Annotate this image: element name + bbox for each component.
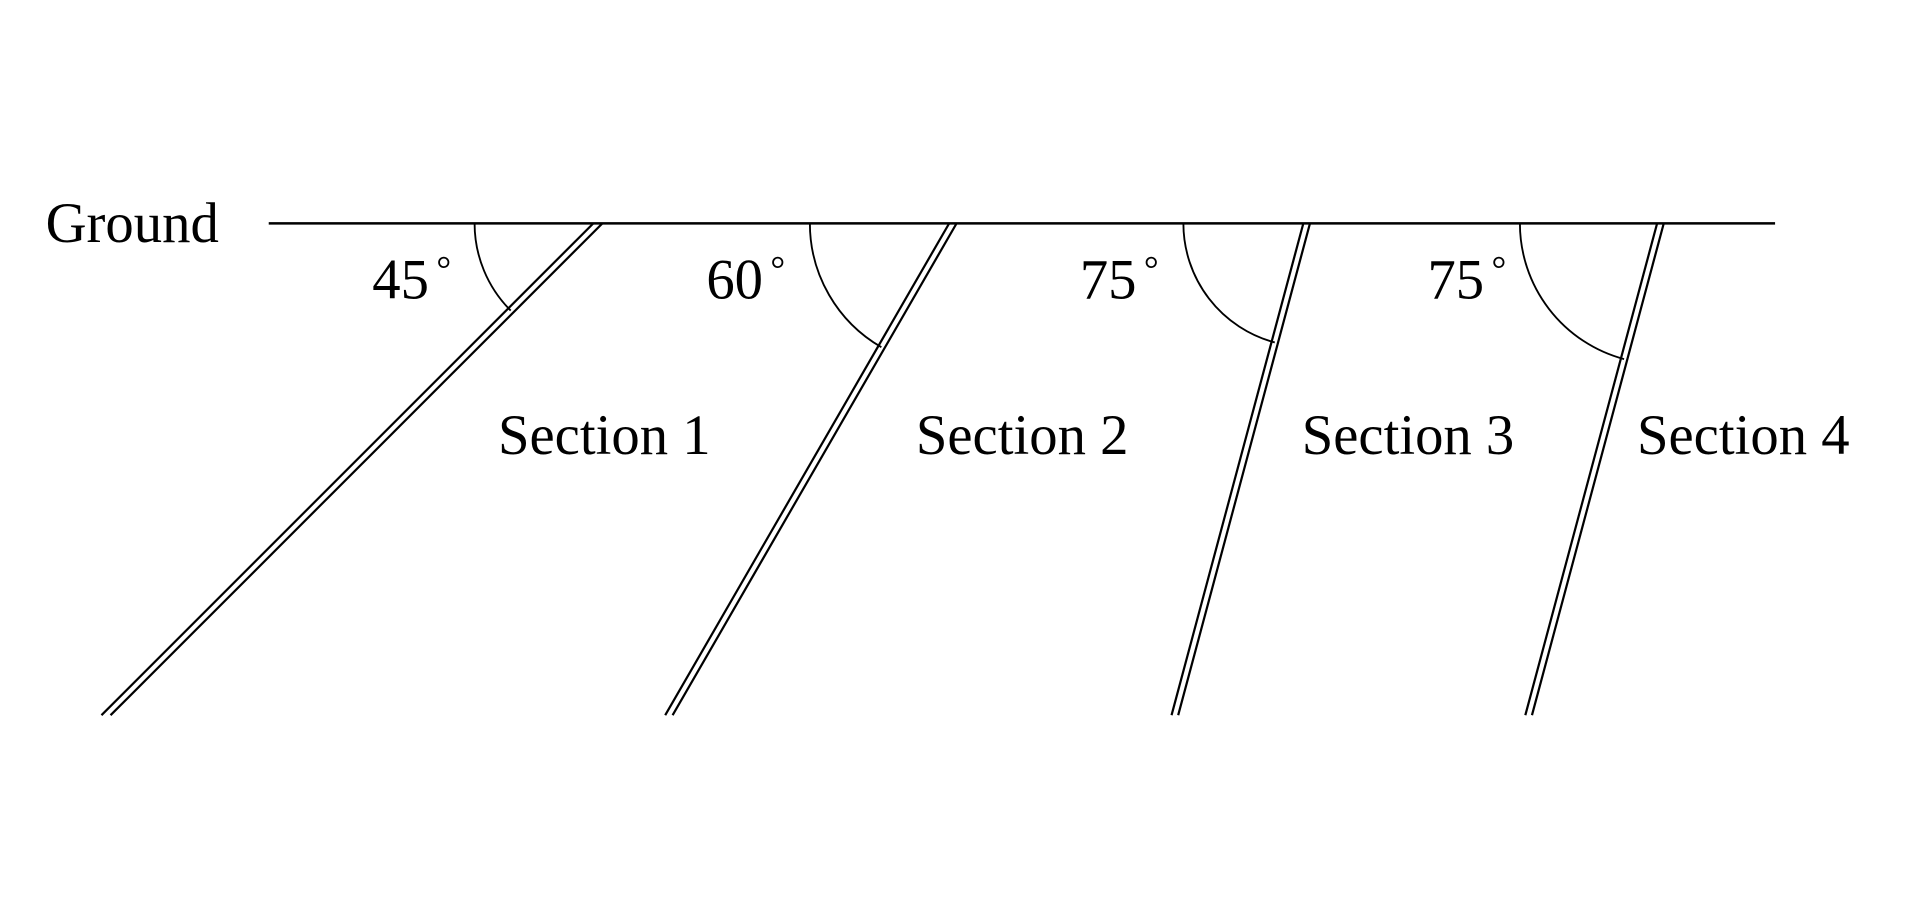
angle-label: 60° (706, 248, 785, 311)
section-label: Section 3 (1302, 404, 1515, 467)
section-wall-line (1177, 223, 1312, 716)
angle-arc (473, 223, 512, 312)
section-wall-line (100, 222, 595, 716)
section-2: 60° Section 2 (664, 222, 1129, 716)
degree-symbol: ° (436, 248, 451, 289)
section-wall-line (1530, 223, 1665, 716)
section-wall-line (664, 222, 951, 716)
ground-label: Ground (46, 192, 219, 255)
angle-label: 75° (1080, 248, 1159, 311)
section-1: 45° Section 1 (100, 222, 711, 716)
section-wall-line (1170, 223, 1305, 716)
degree-symbol: ° (770, 248, 785, 289)
section-label: Section 2 (916, 404, 1129, 467)
angle-arc (808, 223, 882, 349)
section-4: 75° Section 4 (1427, 223, 1850, 716)
angle-label: 75° (1427, 248, 1506, 311)
angle-label: 45° (372, 248, 451, 311)
section-wall-line (1524, 223, 1659, 716)
section-3: 75° Section 3 (1080, 223, 1515, 716)
section-label: Section 4 (1637, 404, 1850, 467)
angle-arc (1182, 223, 1275, 344)
degree-symbol: ° (1492, 248, 1507, 289)
section-wall-line (109, 222, 604, 716)
section-wall-line (671, 222, 958, 716)
angle-arc (1518, 223, 1625, 361)
degree-symbol: ° (1144, 248, 1159, 289)
section-label: Section 1 (498, 404, 711, 467)
